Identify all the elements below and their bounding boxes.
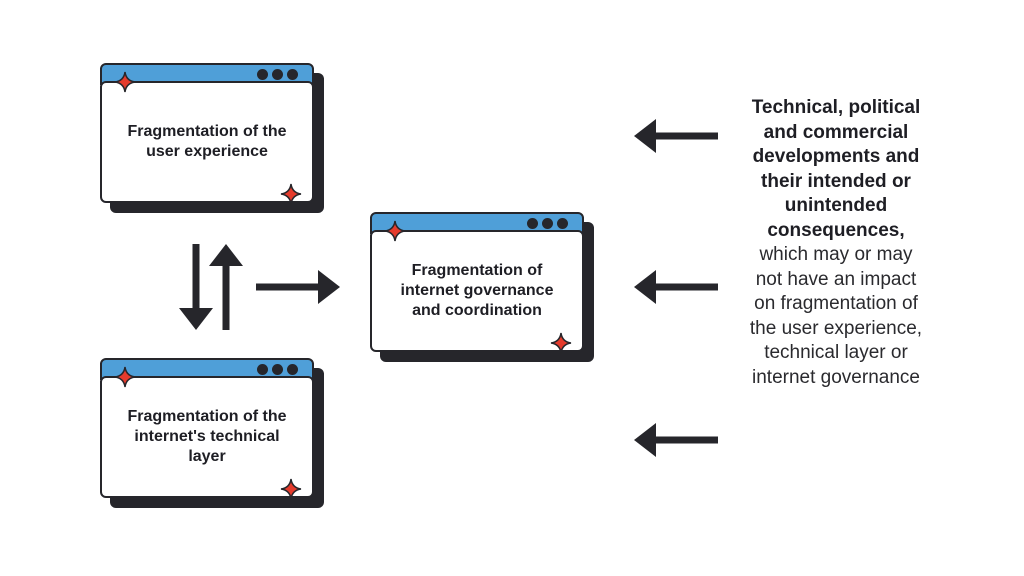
sparkle-icon <box>280 478 302 500</box>
sparkle-icon <box>114 71 136 93</box>
side-description-regular: which may or may not have an impact on f… <box>749 244 923 388</box>
window-label: Fragmentation of the internet's technica… <box>127 408 287 465</box>
window-dots-icon <box>257 364 298 375</box>
sparkle-icon <box>550 332 572 354</box>
window-internet-governance: Fragmentation of internet governance and… <box>370 212 594 362</box>
side-description: Technical, political and commercial deve… <box>744 96 928 390</box>
arrow-left-icon <box>634 423 718 457</box>
window-technical-layer: Fragmentation of the internet's technica… <box>100 358 324 508</box>
side-description-bold: Technical, political and commercial deve… <box>751 97 921 241</box>
sparkle-icon <box>280 183 302 205</box>
window-dots-icon <box>257 69 298 80</box>
window-label: Fragmentation of internet governance and… <box>400 262 554 319</box>
arrow-left-icon <box>634 270 718 304</box>
window-user-experience: Fragmentation of the user experience <box>100 63 324 213</box>
sparkle-icon <box>384 220 406 242</box>
window-dots-icon <box>527 218 568 229</box>
arrow-right-icon <box>256 270 340 304</box>
arrow-up-icon <box>209 244 243 330</box>
arrow-down-icon <box>179 244 213 330</box>
window-label: Fragmentation of the user experience <box>127 123 287 160</box>
window-title-bar <box>100 358 314 380</box>
arrow-left-icon <box>634 119 718 153</box>
sparkle-icon <box>114 366 136 388</box>
